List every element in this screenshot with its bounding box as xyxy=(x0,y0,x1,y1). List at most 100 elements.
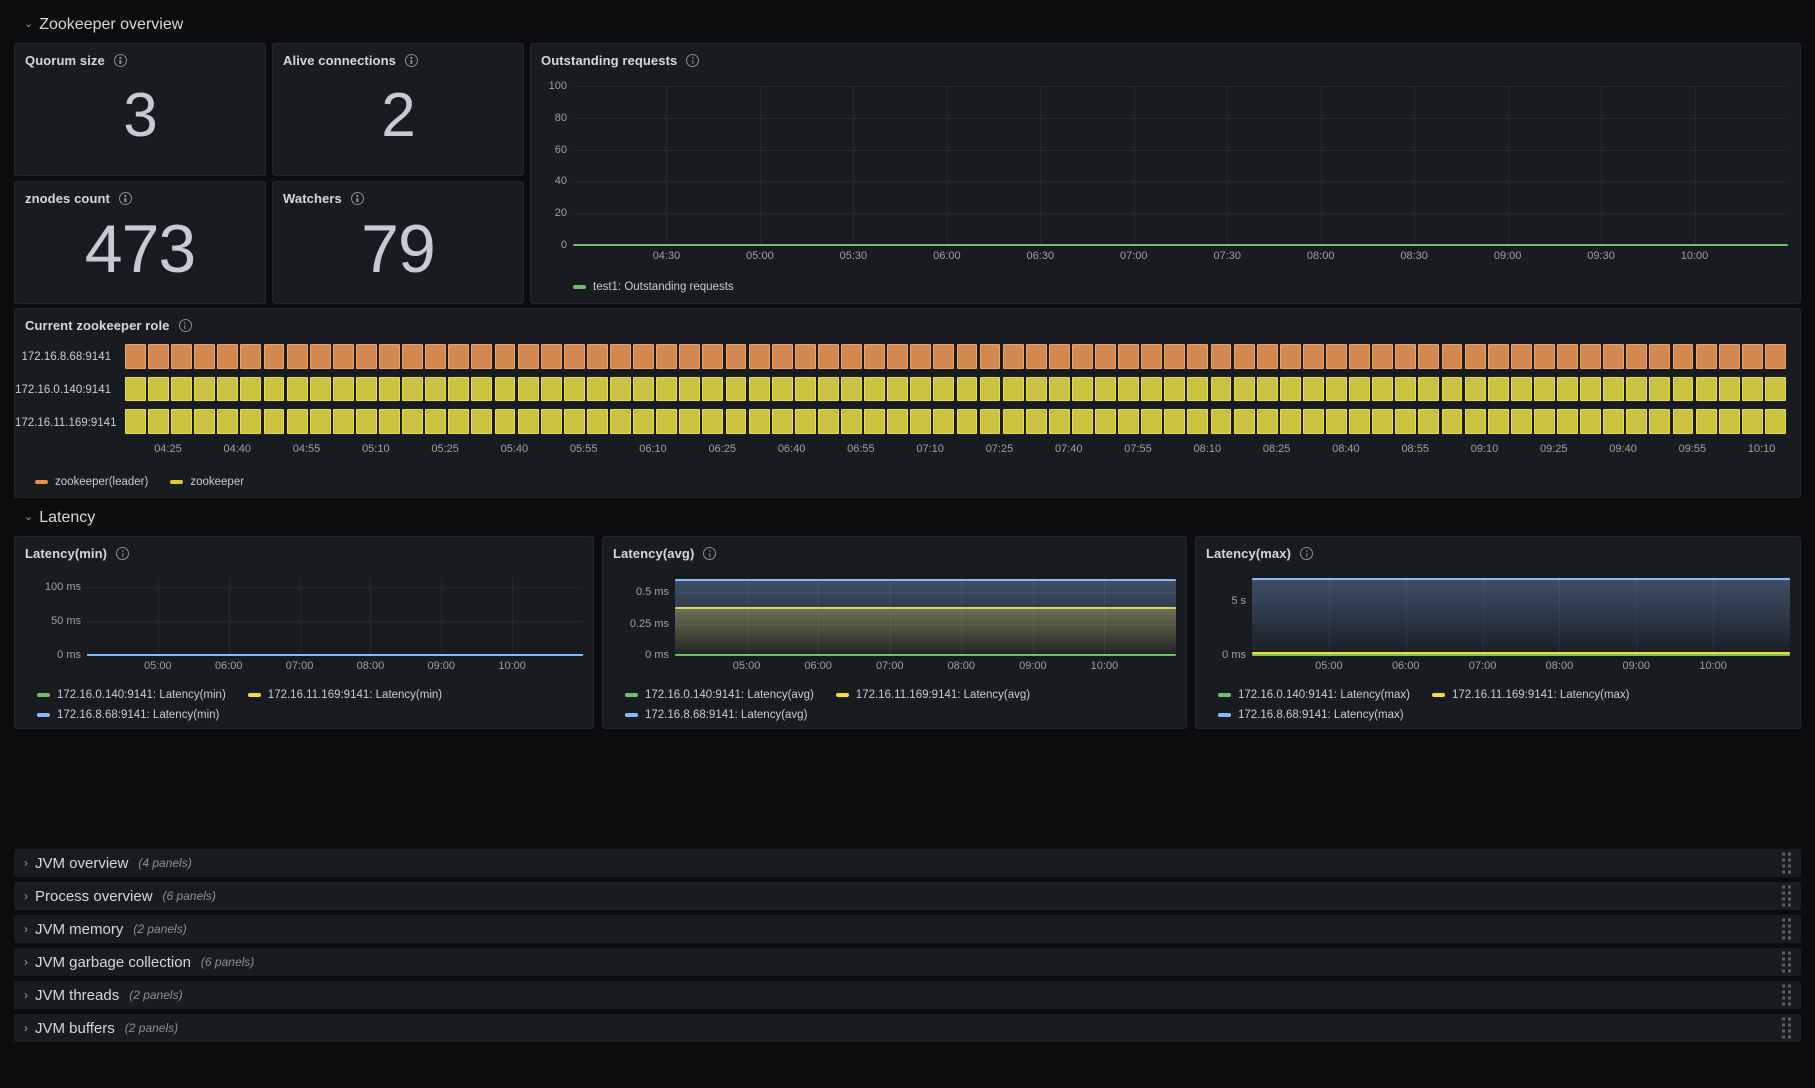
drag-handle-icon[interactable] xyxy=(1782,1017,1791,1039)
panel-watchers[interactable]: Watchers 79 xyxy=(272,181,524,304)
timeline-state-cell xyxy=(702,344,724,369)
timeline-state-cell xyxy=(332,409,354,434)
collapsed-row-jvm-overview[interactable]: ›JVM overview(4 panels) xyxy=(14,849,1801,877)
drag-handle-icon[interactable] xyxy=(1782,984,1791,1006)
gridline-vertical xyxy=(157,577,159,655)
timeline-state-cell xyxy=(933,376,955,402)
timeline-state-cell xyxy=(586,409,608,434)
timeline-state-cell xyxy=(1395,344,1417,369)
timeline-state-cell xyxy=(1718,376,1740,402)
y-axis-tick-label: 20 xyxy=(554,207,567,220)
timeline-state-cell xyxy=(633,344,655,369)
stat-value-alive-connections: 2 xyxy=(381,81,415,150)
collapsed-row-jvm-memory[interactable]: ›JVM memory(2 panels) xyxy=(14,915,1801,943)
panel-alive-connections[interactable]: Alive connections 2 xyxy=(272,43,524,176)
row-header-zookeeper-overview[interactable]: ⌄ Zookeeper overview xyxy=(14,8,183,42)
timeline-state-cell xyxy=(864,409,885,434)
timeline-state-cell xyxy=(1349,344,1371,369)
timeline-state-cell xyxy=(1118,409,1140,434)
info-icon[interactable] xyxy=(703,547,717,560)
gridline-vertical xyxy=(853,86,855,245)
collapsed-row-process-overview[interactable]: ›Process overview(6 panels) xyxy=(14,882,1801,910)
timeline-state-cell xyxy=(263,376,285,402)
timeline-state-cell xyxy=(1233,376,1255,402)
info-icon[interactable] xyxy=(113,54,127,67)
timeline-state-cell xyxy=(332,376,354,402)
row-header-latency[interactable]: ⌄ Latency xyxy=(14,501,95,535)
gridline-vertical xyxy=(1133,86,1135,245)
collapsed-row-jvm-garbage-collection[interactable]: ›JVM garbage collection(6 panels) xyxy=(14,948,1801,976)
collapsed-row-jvm-buffers[interactable]: ›JVM buffers(2 panels) xyxy=(14,1014,1801,1042)
timeline-state-cell xyxy=(309,344,331,369)
x-axis-tick-label: 07:00 xyxy=(1120,250,1148,262)
timeline-state-cell xyxy=(679,376,701,402)
legend-label: 172.16.0.140:9141: Latency(max) xyxy=(1238,689,1410,701)
timeline-state-cell xyxy=(379,409,400,434)
panel-znodes-count[interactable]: znodes count 473 xyxy=(14,181,266,304)
drag-handle-icon[interactable] xyxy=(1782,852,1791,874)
info-icon[interactable] xyxy=(686,54,700,67)
timeline-state-cell xyxy=(1187,344,1209,369)
timeline-state-cell xyxy=(887,409,909,434)
panel-title-text: Quorum size xyxy=(25,53,105,68)
drag-handle-icon[interactable] xyxy=(1782,885,1791,907)
x-axis-tick-label: 05:10 xyxy=(362,443,390,455)
y-axis-tick-label: 0.5 ms xyxy=(635,586,669,599)
info-icon[interactable] xyxy=(118,192,132,205)
timeline-state-cell xyxy=(933,409,955,434)
legend-label: 172.16.11.169:9141: Latency(max) xyxy=(1451,689,1630,701)
info-icon[interactable] xyxy=(178,319,192,332)
y-axis-tick-label: 60 xyxy=(554,143,567,156)
timeline-state-cell xyxy=(563,344,585,369)
timeline-state-cell xyxy=(1279,376,1301,402)
info-icon[interactable] xyxy=(1300,547,1314,560)
gridline-vertical xyxy=(228,577,230,655)
panel-title-znodes-count: znodes count xyxy=(15,182,265,206)
drag-handle-icon[interactable] xyxy=(1782,951,1791,973)
chevron-right-icon: › xyxy=(24,1021,28,1035)
timeline-state-cell xyxy=(1464,344,1486,369)
timeline-state-cell xyxy=(1580,376,1602,402)
timeline-state-cell xyxy=(217,409,239,434)
legend-label: zookeeper(leader) xyxy=(55,476,149,488)
drag-handle-icon[interactable] xyxy=(1782,918,1791,940)
collapsed-row-jvm-threads[interactable]: ›JVM threads(2 panels) xyxy=(14,981,1801,1009)
legend-label: 172.16.8.68:9141: Latency(max) xyxy=(1238,709,1404,721)
legend-item: 172.16.0.140:9141: Latency(avg) xyxy=(625,685,814,705)
x-axis-tick-label: 06:00 xyxy=(933,250,961,262)
timeline-state-cell xyxy=(1210,409,1232,434)
timeline-state-cell xyxy=(933,344,955,369)
y-axis-tick-label: 5 s xyxy=(1231,594,1246,607)
x-axis-tick-label: 08:30 xyxy=(1400,250,1428,262)
collapsed-row-panel-count: (6 panels) xyxy=(200,955,255,969)
x-axis-tick-label: 09:00 xyxy=(427,660,456,672)
gridline-vertical xyxy=(818,577,820,655)
gridline-vertical xyxy=(1414,86,1416,245)
y-axis-tick-label: 40 xyxy=(554,175,567,188)
legend-item: 172.16.0.140:9141: Latency(max) xyxy=(1218,685,1410,705)
info-icon[interactable] xyxy=(404,54,418,67)
gridline-vertical xyxy=(1405,577,1407,655)
legend-item: test1: Outstanding requests xyxy=(573,277,734,297)
timeline-state-cell xyxy=(1256,376,1278,402)
panel-quorum-size[interactable]: Quorum size 3 xyxy=(14,43,266,176)
legend-color-swatch xyxy=(1431,693,1445,697)
gridline-vertical xyxy=(299,577,301,655)
info-icon[interactable] xyxy=(116,547,130,560)
info-icon[interactable] xyxy=(350,192,364,205)
timeline-state-cell xyxy=(125,409,146,434)
panel-title-text: Latency(min) xyxy=(25,546,108,561)
timeline-state-cell xyxy=(471,376,493,402)
timeline-state-cell xyxy=(610,344,631,369)
timeline-state-cell xyxy=(748,344,770,369)
